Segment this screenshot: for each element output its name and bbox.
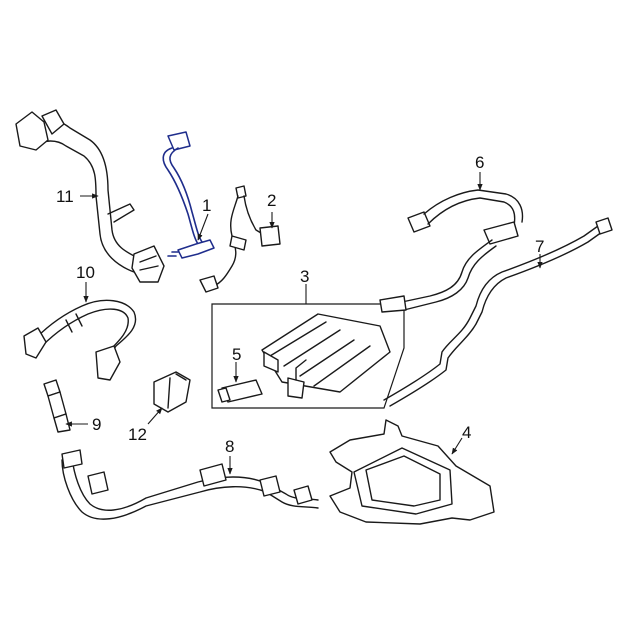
callout-11: 11 [56, 187, 74, 206]
callout-6: 6 [475, 153, 484, 172]
part-12-block-connector[interactable] [153, 371, 191, 413]
part-10-hose[interactable] [23, 299, 137, 381]
callout-10: 10 [76, 263, 95, 282]
part-6-hose-assembly[interactable] [379, 189, 524, 313]
part-9-connector[interactable] [43, 379, 71, 433]
callout-12: 12 [128, 425, 147, 444]
callout-8: 8 [225, 437, 234, 456]
part-4-heat-shield[interactable] [329, 419, 495, 525]
part-1-oxygen-sensor[interactable] [162, 131, 215, 259]
callout-4: 4 [462, 423, 471, 442]
part-2-sensor-bracket[interactable] [199, 185, 281, 293]
part-8-harness[interactable] [61, 449, 319, 520]
part-5-valve[interactable] [217, 379, 263, 403]
part-11-hose[interactable] [15, 109, 165, 283]
callout-7: 7 [535, 237, 544, 256]
leader-lines [65, 172, 543, 475]
part-7-pipe[interactable] [383, 217, 613, 407]
callout-2: 2 [267, 191, 276, 210]
callout-1: 1 [202, 196, 211, 215]
callout-9: 9 [92, 415, 101, 434]
part-3-canister-box[interactable] [211, 303, 405, 409]
callout-5: 5 [232, 345, 241, 364]
callout-3: 3 [300, 267, 309, 286]
